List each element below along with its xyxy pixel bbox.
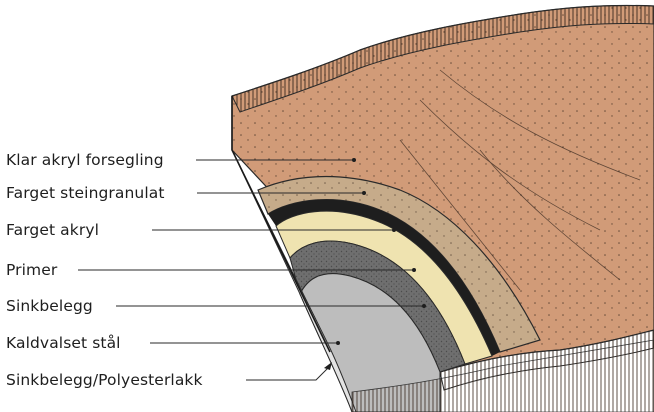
label-cold-rolled-steel: Kaldvalset stål — [6, 334, 121, 352]
label-colored-stone-granulate: Farget steingranulat — [6, 184, 165, 202]
label-clear-acrylic-sealing: Klar akryl forsegling — [6, 151, 164, 169]
label-colored-acrylic: Farget akryl — [6, 221, 99, 239]
label-zinc-polyester-lacquer: Sinkbelegg/Polyesterlakk — [6, 371, 203, 389]
label-zinc-coating: Sinkbelegg — [6, 297, 93, 315]
label-primer: Primer — [6, 261, 57, 279]
